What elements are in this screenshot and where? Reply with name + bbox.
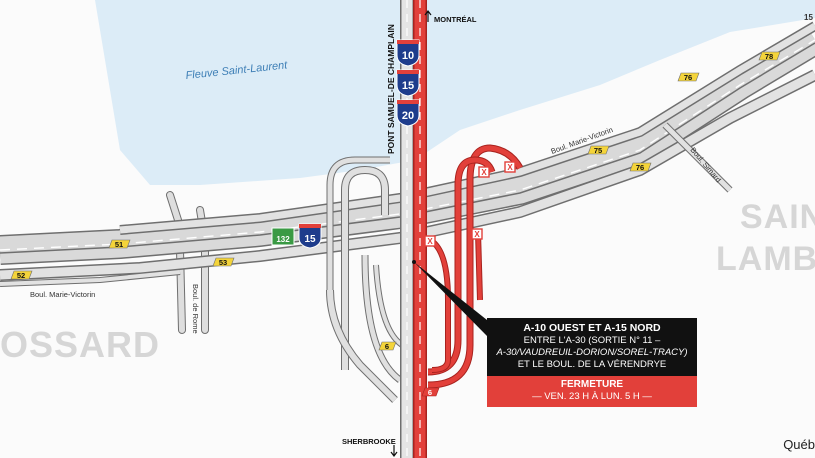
exit-75-icon: 75: [587, 145, 610, 155]
a15-shield-icon: 15: [396, 69, 420, 97]
river-water: [95, 0, 815, 185]
svg-text:76: 76: [636, 163, 644, 172]
closure-x-2: X: [507, 163, 513, 172]
exit-6-west-icon: 6: [378, 341, 397, 351]
svg-text:6: 6: [428, 388, 432, 397]
svg-text:15: 15: [304, 234, 316, 245]
street-simard: Boul. Simard: [688, 146, 722, 185]
city-right-label-2: LAMBE: [716, 240, 815, 278]
notice-closure-box: FERMETURE — VEN. 23 H À LUN. 5 H —: [487, 376, 697, 407]
corner-logo-text: Québ: [783, 437, 815, 452]
svg-text:75: 75: [594, 146, 602, 155]
svg-text:52: 52: [17, 271, 25, 280]
notice-title: A-10 OUEST ET A-15 NORD: [523, 322, 661, 334]
closure-notice: A-10 OUEST ET A-15 NORD ENTRE L'A-30 (SO…: [487, 318, 697, 407]
top-right-route-label: 15: [804, 13, 813, 22]
notice-line-2: A-30/VAUDREUIL-DORION/SOREL-TRACY): [496, 347, 688, 358]
callout-pointer: [414, 262, 487, 336]
boul-marie-victorin-lower-road: [0, 269, 181, 287]
exit-76-lower-icon: 76: [629, 162, 652, 172]
bridge-shields: 10 15 20 15 132: [271, 39, 420, 249]
closure-markers: X X X X: [424, 161, 516, 247]
notice-line-3: ET LE BOUL. DE LA VÉRENDRYE: [517, 359, 667, 370]
svg-text:51: 51: [115, 240, 123, 249]
svg-text:20: 20: [402, 110, 414, 122]
a20-shield-icon: 20: [396, 99, 420, 127]
exit-51-icon: 51: [108, 239, 131, 249]
svg-text:10: 10: [402, 50, 414, 62]
a15-mid-shield-icon: 15: [298, 223, 322, 249]
exit-53-icon: 53: [212, 257, 235, 267]
exit-6-east-icon: 6: [421, 387, 440, 397]
route-132-shield-icon: 132: [271, 227, 295, 246]
street-marie-victorin-lower: Boul. Marie-Victorin: [30, 290, 95, 299]
west-interchange: [326, 156, 404, 403]
exit-76-upper-icon: 76: [677, 72, 700, 82]
notice-line-1: ENTRE L'A-30 (SORTIE N° 11 –: [523, 335, 661, 346]
direction-south-label: SHERBROOKE: [342, 437, 396, 446]
notice-description: A-10 OUEST ET A-15 NORD ENTRE L'A-30 (SO…: [487, 318, 697, 376]
closure-x-4: X: [474, 230, 480, 239]
exit-52-icon: 52: [10, 270, 33, 280]
callout-anchor: [412, 260, 416, 264]
svg-text:76: 76: [684, 73, 692, 82]
north-arrow-icon: [424, 10, 432, 22]
street-de-rome: Boul. de Rome: [191, 284, 200, 334]
closure-x-1: X: [481, 168, 487, 177]
exit-78-icon: 78: [758, 51, 781, 61]
svg-text:78: 78: [765, 52, 773, 61]
a10-shield-icon: 10: [396, 39, 420, 67]
notice-status: FERMETURE: [560, 379, 624, 390]
city-left-label: OSSARD: [0, 324, 161, 365]
svg-text:6: 6: [385, 342, 389, 351]
closed-corridor: [413, 0, 524, 458]
boul-simard-road: [662, 122, 733, 193]
exit-tags: 51 52 53 6 6 75 76 76 78: [10, 51, 781, 397]
bridge-name-label: PONT SAMUEL-DE CHAMPLAIN: [386, 24, 396, 154]
notice-schedule: — VEN. 23 H À LUN. 5 H —: [532, 391, 652, 402]
svg-text:132: 132: [276, 235, 290, 244]
direction-north-label: MONTRÉAL: [434, 15, 477, 24]
svg-text:53: 53: [219, 258, 227, 267]
south-arrow-icon: [390, 445, 398, 457]
svg-text:15: 15: [402, 80, 414, 92]
closure-x-3: X: [427, 237, 433, 246]
city-right-label-1: SAINT: [740, 198, 815, 236]
